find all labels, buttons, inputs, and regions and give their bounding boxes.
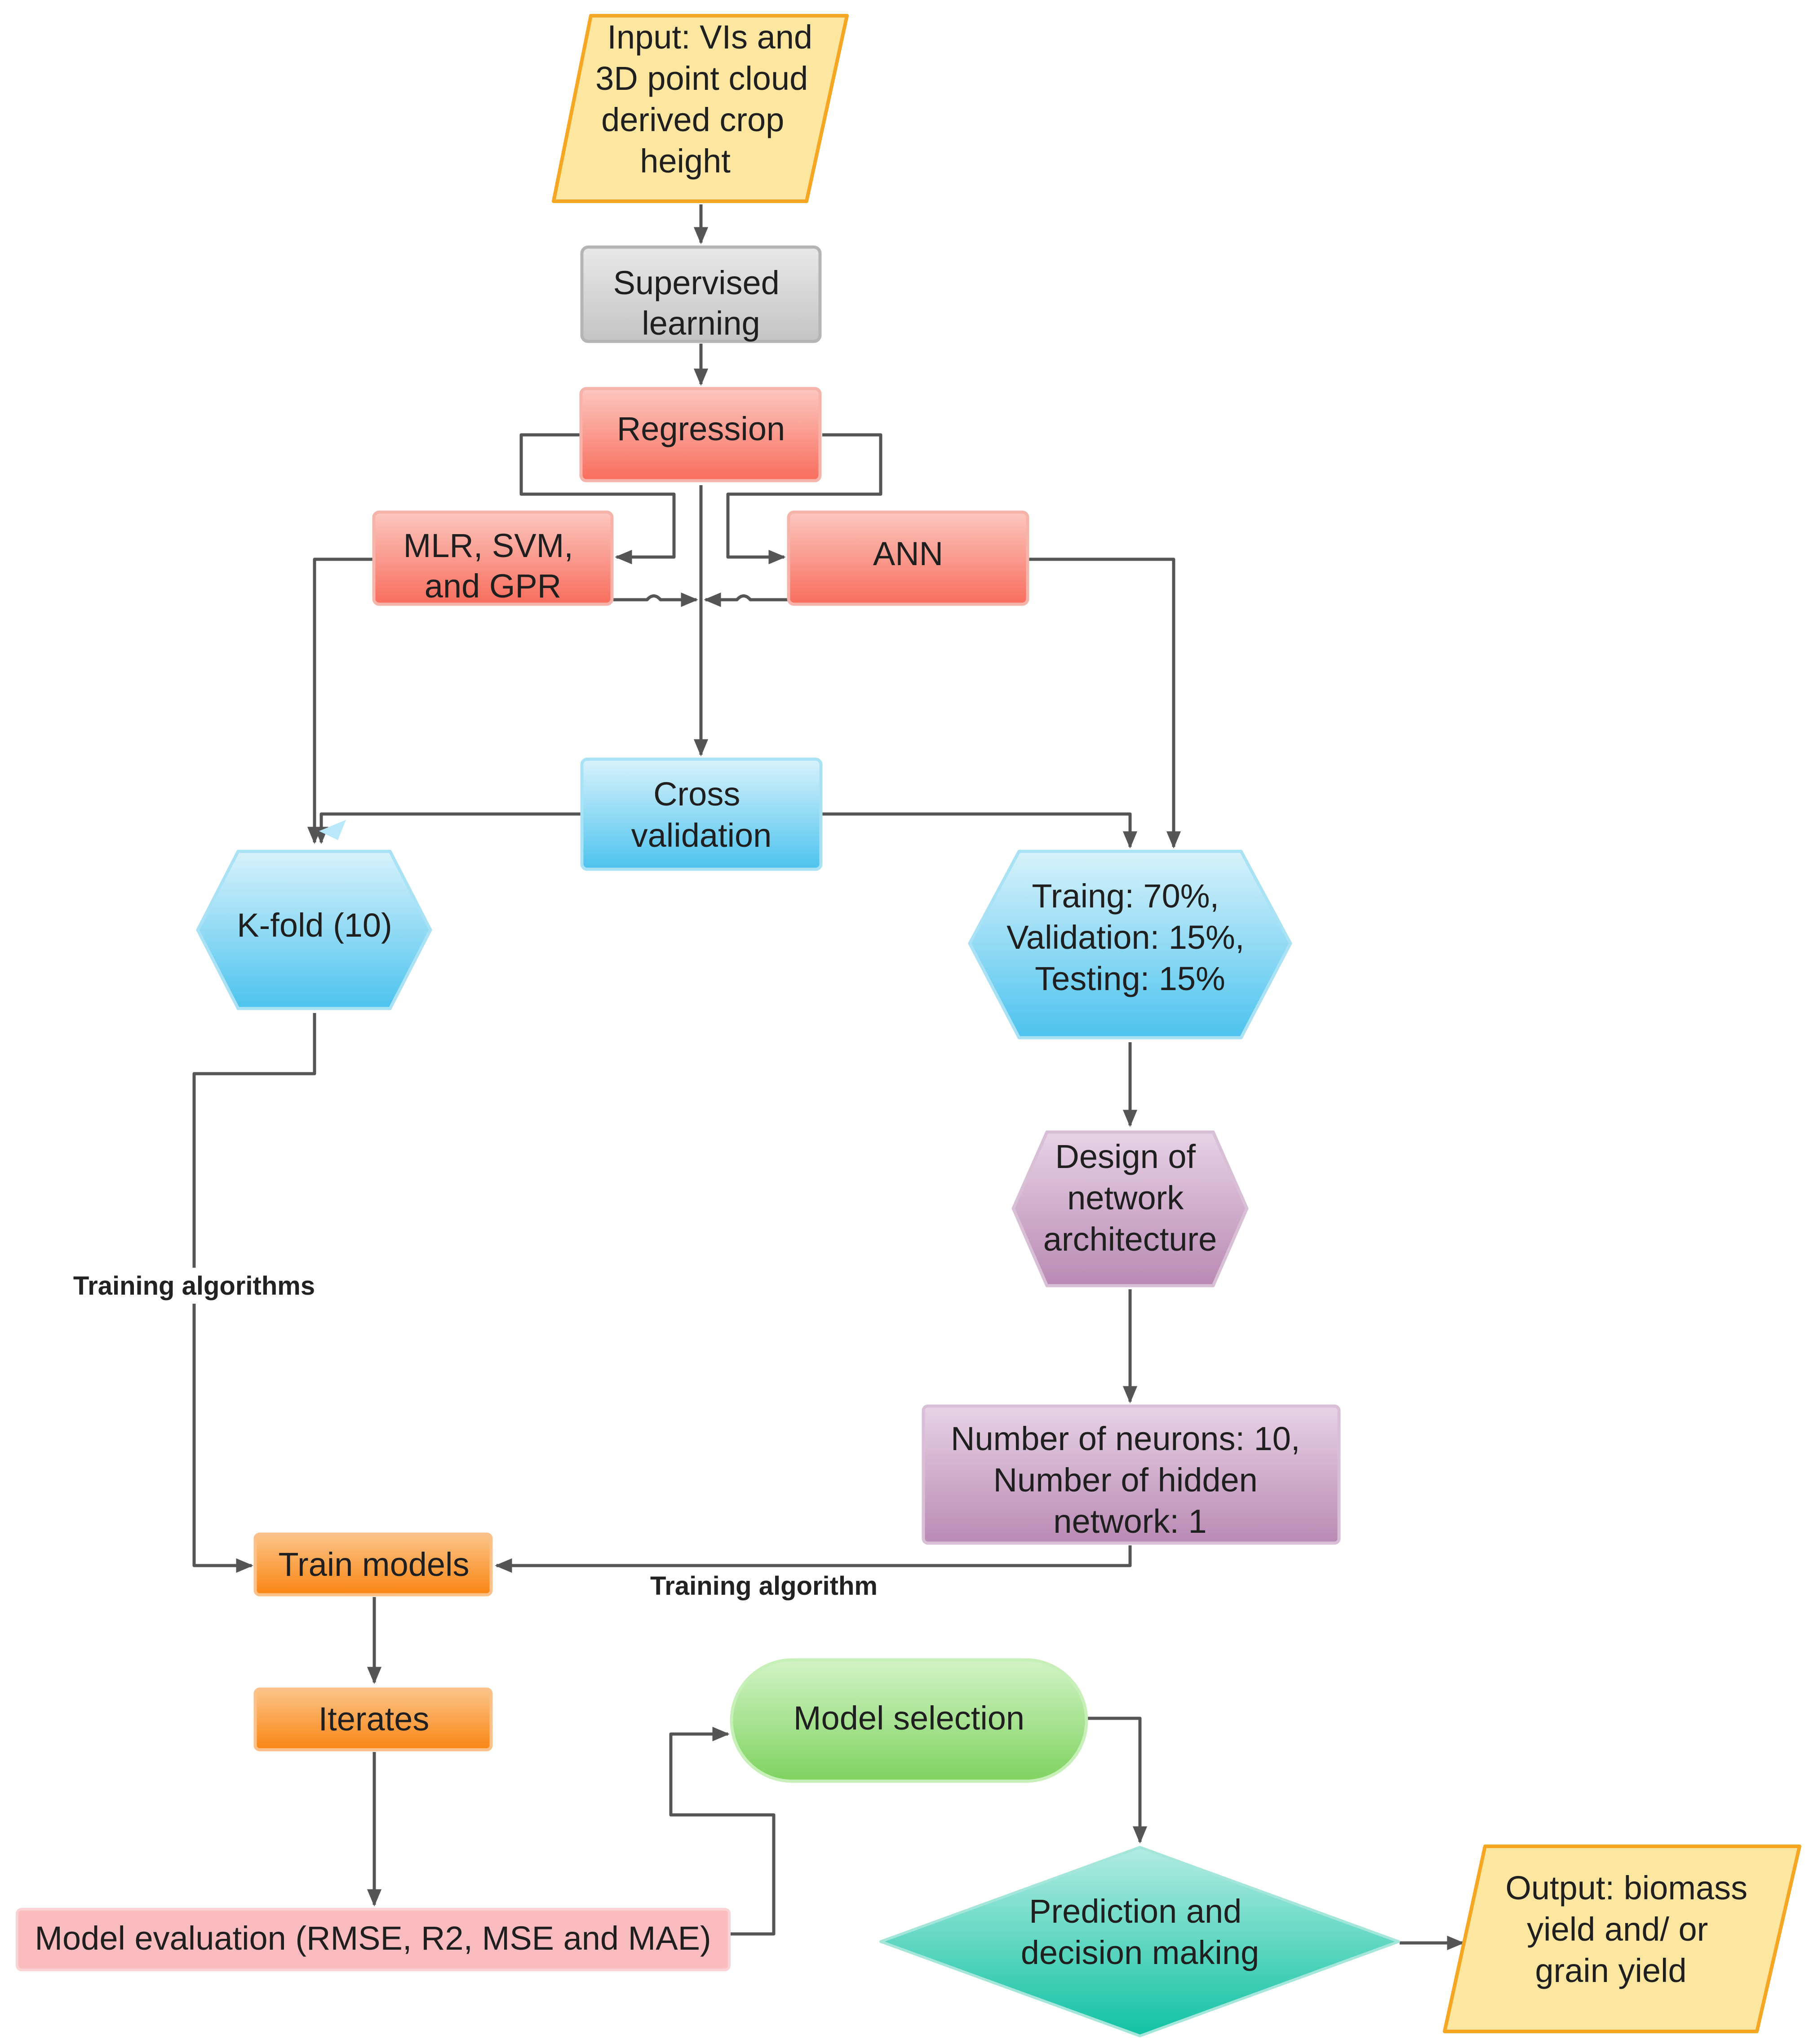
edge-regression-to-ann: [726, 433, 882, 565]
prediction-line-1: Prediction and: [1029, 1893, 1241, 1930]
design-hexagon: [1011, 1130, 1249, 1287]
output-parallelogram: [1443, 1845, 1801, 2033]
edge-neurons-to-train: [495, 1545, 1132, 1573]
evaluation-text: Model evaluation (RMSE, R2, MSE and MAE): [35, 1920, 711, 1957]
iterates-text: Iterates: [319, 1700, 430, 1738]
neurons-text: Number of neurons: 10, Number of hidden …: [951, 1420, 1309, 1540]
node-neurons: Number of neurons: 10, Number of hidden …: [922, 1404, 1341, 1545]
kfold-text: K-fold (10): [237, 907, 392, 944]
input-parallelogram: [552, 14, 849, 203]
node-model-selection: Model selection: [730, 1658, 1088, 1783]
supervised-line-1: Supervised: [613, 264, 780, 301]
edge-evaluation-to-selection: [669, 1726, 776, 1936]
edge-regression-to-mlr: [519, 433, 676, 565]
train-box: [253, 1532, 493, 1597]
input-line-2: 3D point cloud: [595, 60, 808, 97]
kfold-hexagon: [196, 849, 432, 1010]
node-supervised-learning: Supervised learning: [580, 245, 822, 343]
output-line-3: grain yield: [1535, 1952, 1686, 1989]
edge-crossval-to-kfold: [314, 812, 582, 844]
edge-mlr-to-crossval-merge: [613, 592, 698, 607]
split-line-1: Traing: 70%,: [1032, 877, 1219, 915]
node-regression: Regression: [579, 387, 822, 482]
edge-ann-to-split: [1029, 557, 1181, 849]
mlr-box: [372, 510, 614, 606]
design-line-3: architecture: [1043, 1221, 1217, 1258]
output-line-2: yield and/ or: [1527, 1911, 1708, 1948]
neurons-line-1: Number of neurons: 10,: [951, 1420, 1300, 1457]
node-input: Input: VIs and 3D point cloud derived cr…: [552, 14, 849, 203]
prediction-text: Prediction and decision making: [1021, 1893, 1259, 1971]
selection-text: Model selection: [794, 1699, 1024, 1737]
iterates-box: [253, 1687, 493, 1752]
crossval-box: [580, 757, 823, 871]
edge-selection-to-prediction: [1087, 1717, 1148, 1844]
design-text: Design of network architecture: [1043, 1138, 1217, 1258]
neurons-line-2: Number of hidden: [993, 1461, 1258, 1499]
ann-text: ANN: [873, 535, 943, 572]
input-text: Input: VIs and 3D point cloud derived cr…: [595, 18, 821, 180]
regression-box: [579, 387, 822, 482]
node-prediction: Prediction and decision making: [879, 1846, 1400, 2037]
edge-label-bg-training-algorithms: [67, 1268, 319, 1304]
mlr-text: MLR, SVM, and GPR: [403, 527, 583, 605]
split-line-2: Validation: 15%,: [1006, 919, 1244, 956]
node-data-split: Traing: 70%, Validation: 15%, Testing: 1…: [968, 849, 1292, 1040]
input-line-4: height: [640, 142, 731, 180]
design-line-2: network: [1067, 1179, 1184, 1217]
input-line-3: derived crop: [601, 101, 784, 138]
crossval-line-2: validation: [631, 817, 772, 854]
evaluation-box: [16, 1908, 731, 1971]
design-line-1: Design of: [1055, 1138, 1196, 1175]
node-cross-validation: Cross validation: [580, 757, 823, 871]
train-text: Train models: [279, 1546, 470, 1583]
edge-label-training-algorithm: Training algorithm: [650, 1571, 878, 1601]
edge-kfold-to-train: [192, 1013, 316, 1573]
prediction-line-2: decision making: [1021, 1934, 1259, 1971]
node-design-network: Design of network architecture: [1011, 1130, 1249, 1287]
node-kfold: K-fold (10): [196, 849, 432, 1010]
node-ann: ANN: [787, 510, 1029, 606]
output-text: Output: biomass yield and/ or grain yiel…: [1505, 1869, 1756, 1989]
node-mlr-svm-gpr: MLR, SVM, and GPR: [372, 510, 614, 606]
edge-ann-to-crossval-merge: [704, 592, 789, 607]
edge-mlr-to-kfold: [307, 557, 373, 844]
connectors: [192, 204, 1464, 1951]
regression-text: Regression: [617, 410, 785, 447]
supervised-box: [580, 245, 822, 343]
input-line-1: Input: VIs and: [607, 18, 812, 56]
selection-pill: [730, 1658, 1088, 1783]
kfold-connector-mark: [319, 820, 346, 840]
edge-crossval-to-split: [821, 812, 1138, 849]
neurons-box: [922, 1404, 1341, 1545]
node-output: Output: biomass yield and/ or grain yiel…: [1443, 1845, 1801, 2033]
node-model-evaluation: Model evaluation (RMSE, R2, MSE and MAE): [16, 1908, 731, 1971]
edge-label-training-algorithms: Training algorithms: [73, 1271, 315, 1301]
supervised-line-2: learning: [642, 305, 760, 342]
neurons-line-3: network: 1: [1053, 1503, 1206, 1540]
split-hexagon: [968, 849, 1292, 1040]
node-train-models: Train models: [253, 1532, 493, 1597]
prediction-diamond: [879, 1846, 1400, 2037]
mlr-line-2: and GPR: [425, 567, 561, 605]
mlr-line-1: MLR, SVM,: [403, 527, 573, 564]
node-iterates: Iterates: [253, 1687, 493, 1752]
crossval-text: Cross validation: [631, 775, 772, 854]
output-line-1: Output: biomass: [1505, 1869, 1747, 1907]
crossval-line-1: Cross: [653, 775, 740, 813]
split-text: Traing: 70%, Validation: 15%, Testing: 1…: [1006, 877, 1254, 997]
ann-box: [787, 510, 1029, 606]
supervised-text: Supervised learning: [613, 264, 789, 342]
split-line-3: Testing: 15%: [1035, 960, 1225, 997]
